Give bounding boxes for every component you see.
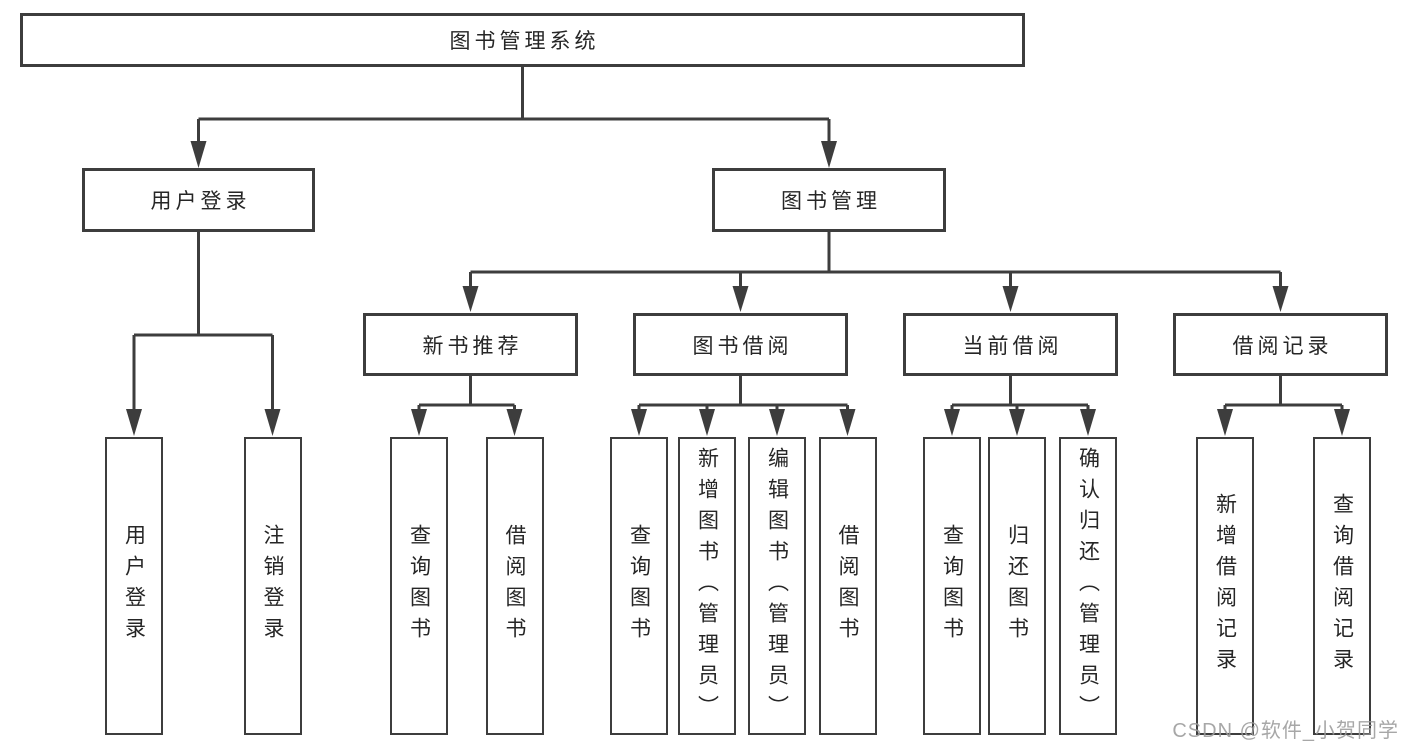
node-root: 图书管理系统 [20, 13, 1025, 67]
leaf-confirm-return-admin: 确认归还（管理员） [1059, 437, 1117, 735]
connector-borrow-records-children [1217, 376, 1350, 436]
connector-book-borrow-children [631, 376, 856, 436]
node-borrow-records: 借阅记录 [1173, 313, 1388, 376]
connector-root-to-level2 [190, 67, 837, 168]
connector-new-book-rec-children [411, 376, 523, 436]
leaf-query-books-current-label: 查询图书 [940, 524, 964, 648]
leaf-query-books-borrow-label: 查询图书 [627, 524, 651, 648]
leaf-query-borrow-record: 查询借阅记录 [1313, 437, 1371, 735]
node-new-book-recommend: 新书推荐 [363, 313, 578, 376]
leaf-add-book-admin: 新增图书（管理员） [678, 437, 736, 735]
leaf-edit-book-admin: 编辑图书（管理员） [748, 437, 806, 735]
leaf-user-login: 用户登录 [105, 437, 163, 735]
node-book-borrow: 图书借阅 [633, 313, 848, 376]
leaf-query-borrow-record-label: 查询借阅记录 [1330, 493, 1354, 679]
leaf-user-login-label: 用户登录 [122, 524, 146, 648]
watermark: CSDN @软件_小贺同学 [1172, 720, 1399, 742]
leaf-borrow-book-label: 借阅图书 [836, 524, 859, 648]
leaf-return-book-label: 归还图书 [1005, 524, 1029, 648]
leaf-add-book-admin-label: 新增图书（管理员） [695, 446, 719, 726]
node-user-login: 用户登录 [82, 168, 315, 232]
leaf-logout-label: 注销登录 [261, 524, 284, 648]
leaf-add-borrow-record-label: 新增借阅记录 [1213, 493, 1237, 679]
leaf-borrow-books-recommend-label: 借阅图书 [503, 524, 526, 648]
connector-current-borrow-children [944, 376, 1096, 436]
node-book-mgmt: 图书管理 [712, 168, 946, 232]
leaf-query-books-recommend: 查询图书 [390, 437, 448, 735]
leaf-borrow-book: 借阅图书 [818, 437, 877, 735]
leaf-logout: 注销登录 [243, 437, 302, 735]
leaf-query-books-current: 查询图书 [923, 437, 981, 735]
leaf-borrow-books-recommend: 借阅图书 [485, 437, 544, 735]
leaf-return-book: 归还图书 [988, 437, 1046, 735]
leaf-query-books-recommend-label: 查询图书 [407, 524, 431, 648]
node-current-borrow: 当前借阅 [903, 313, 1118, 376]
leaf-add-borrow-record: 新增借阅记录 [1196, 437, 1254, 735]
connector-book-mgmt-children [462, 232, 1289, 312]
leaf-query-books-borrow: 查询图书 [610, 437, 668, 735]
leaf-edit-book-admin-label: 编辑图书（管理员） [765, 446, 789, 726]
connector-user-login-children [126, 232, 281, 436]
leaf-confirm-return-admin-label: 确认归还（管理员） [1076, 446, 1100, 726]
